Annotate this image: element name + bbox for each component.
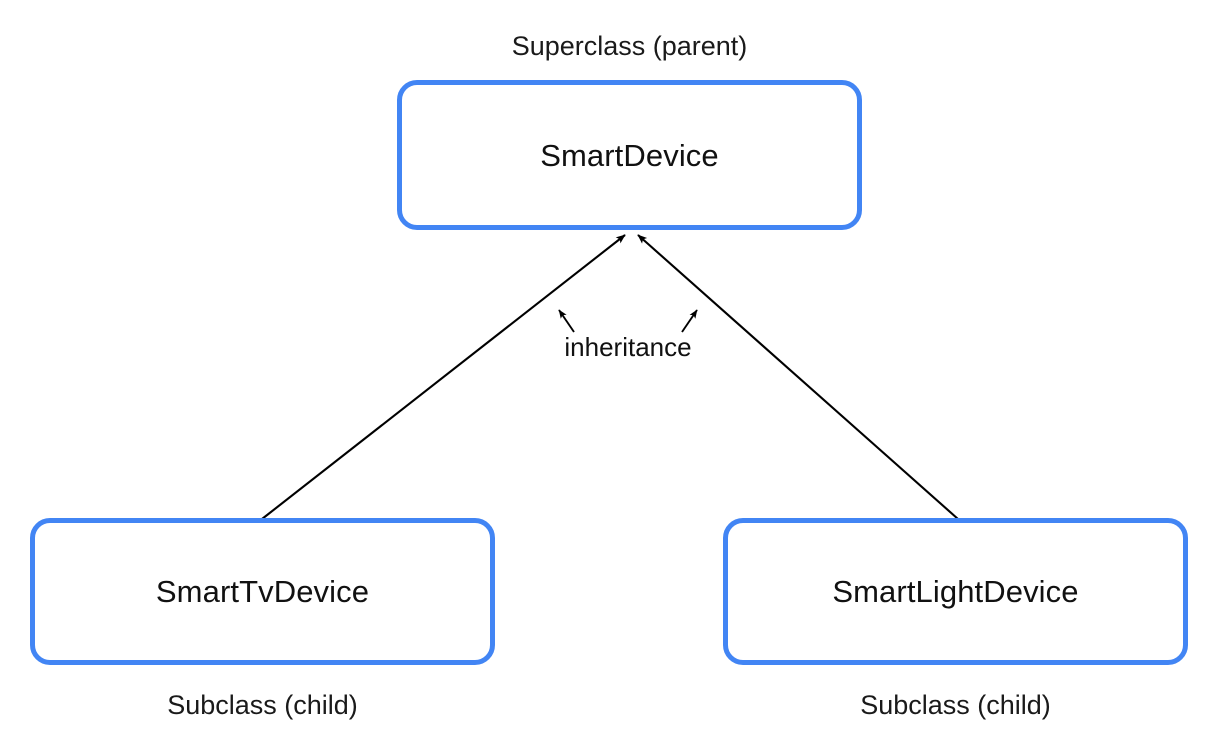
class-node-smartlightdevice-label: SmartLightDevice [832,574,1079,609]
class-node-smarttvdevice-label: SmartTvDevice [155,574,370,609]
class-node-smartlightdevice[interactable]: SmartLightDevice [723,518,1188,665]
edge-smarttvdevice-to-smartdevice [261,234,626,520]
inheritance-label-pointer-right-icon [681,309,698,333]
smartlightdevice-caption: Subclass (child) [860,690,1051,720]
inheritance-edge-label: inheritance [564,332,692,362]
smarttvdevice-caption: Subclass (child) [167,690,358,720]
inheritance-label-pointer-left-icon [558,309,575,333]
class-node-smartdevice-label: SmartDevice [540,137,719,173]
class-node-smarttvdevice[interactable]: SmartTvDevice [30,518,495,665]
class-node-smartdevice[interactable]: SmartDevice [397,80,862,230]
edge-smartlightdevice-to-smartdevice [637,234,959,520]
superclass-caption: Superclass (parent) [511,31,748,61]
